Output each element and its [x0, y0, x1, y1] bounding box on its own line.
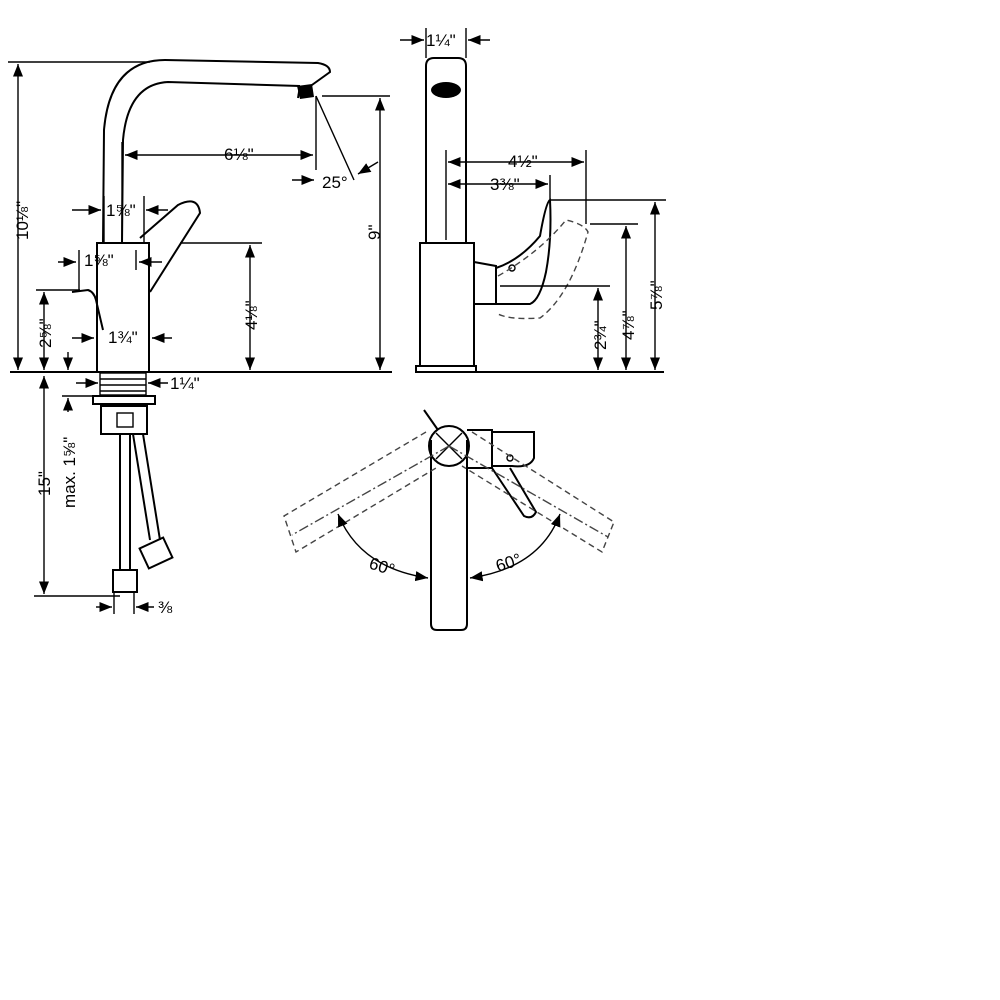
dim-spout-reach: 6⅛": [224, 145, 254, 164]
front-view: 1¼" 4½" 3⅜" 2¾" 4⅞" 5⅞": [400, 28, 666, 373]
top-handle-rotated-left: [283, 431, 437, 554]
mounting-plate: [92, 395, 156, 405]
dim-shank-diameter: 1¼": [170, 374, 200, 393]
front-handle-raised: [497, 219, 589, 320]
mounting-nut: [100, 405, 148, 435]
top-spout: [430, 440, 468, 631]
front-spout: [425, 57, 467, 243]
top-view: 60° 60°: [283, 409, 615, 631]
dim-lever-height: 2⅝": [36, 318, 55, 348]
dim-lever-offset: 1⅝": [84, 251, 114, 270]
dim-body-width-top: 1⅝": [106, 201, 136, 220]
dim-rotation-right: 60°: [493, 550, 523, 576]
dim-hose-length: 15": [35, 471, 54, 496]
dim-spout-angle: 25°: [322, 173, 348, 192]
top-handle: [467, 429, 535, 469]
top-handle-rotated-right: [461, 431, 615, 554]
front-handle: [473, 198, 552, 305]
side-view: 10⅛" 6⅛" 25° 9" 1⅝" 1⅝" 2⅝": [8, 58, 392, 617]
dim-handle-reach-outer: 4½": [508, 152, 538, 171]
front-base: [415, 365, 477, 373]
supply-hose-right: [132, 433, 161, 541]
dim-max-counter-thickness: max. 1⅝": [60, 437, 79, 508]
front-aerator: [431, 82, 461, 98]
dim-handle-height-top: 5⅞": [647, 280, 666, 310]
dim-handle-height-mid: 4⅞": [619, 310, 638, 340]
top-body-circle: [428, 425, 470, 467]
aerator: [297, 84, 314, 99]
dim-front-spout-width: 1¼": [426, 31, 456, 50]
lever-handle: [139, 200, 202, 293]
dim-total-height: 10⅛": [13, 201, 32, 240]
front-body: [419, 242, 475, 367]
dim-handle-height-low: 2¾": [591, 320, 610, 350]
shank-thread: [99, 372, 147, 396]
hose-nut-right: [138, 536, 174, 570]
dim-outlet-height: 9": [365, 225, 384, 241]
spout-outline: [102, 58, 332, 244]
dim-rotation-left: 60°: [367, 554, 397, 580]
hose-nut-left: [112, 569, 138, 593]
dim-body-diameter: 1¾": [108, 328, 138, 347]
popup-lever: [71, 288, 104, 331]
dim-handle-reach-inner: 3⅜": [490, 175, 520, 194]
supply-hose-left: [119, 434, 131, 570]
dim-handle-height: 4⅛": [242, 300, 261, 330]
dim-connection-size: ⅜: [158, 598, 173, 617]
